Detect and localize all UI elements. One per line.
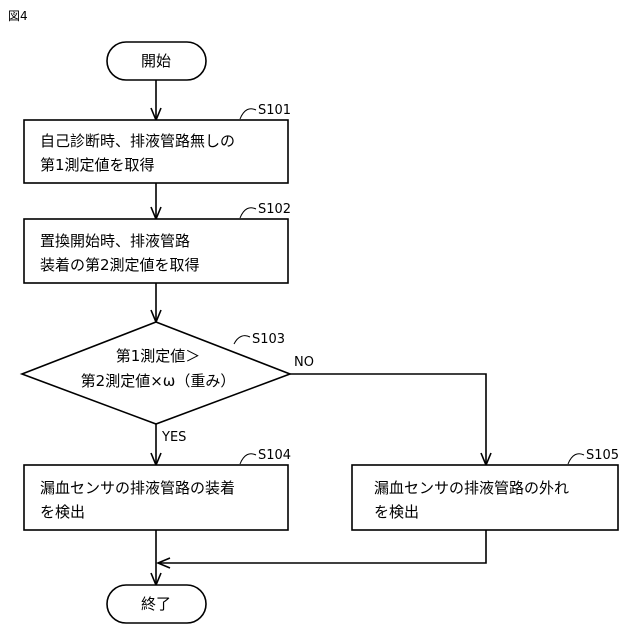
figure-label: 図4	[8, 9, 28, 23]
step-id-s101: S101	[258, 103, 291, 118]
step-s104-line-2: を検出	[40, 503, 85, 521]
step-s105-line-1: 漏血センサの排液管路の外れ	[374, 479, 569, 497]
leader-line	[240, 208, 256, 218]
step-s105-line-2: を検出	[374, 503, 419, 521]
leader-line	[240, 109, 256, 119]
step-s101-line-2: 第1測定値を取得	[40, 156, 155, 174]
step-id-s105: S105	[586, 448, 619, 463]
end-label: 終了	[141, 595, 171, 613]
no-branch-label: NO	[294, 355, 314, 370]
start-label: 開始	[141, 52, 171, 70]
step-id-s103: S103	[252, 332, 285, 347]
end-terminal: 終了	[107, 585, 206, 623]
leader-line	[234, 336, 250, 344]
connector-s105-merge	[158, 530, 486, 563]
step-id-s102: S102	[258, 202, 291, 217]
step-s104-line-1: 漏血センサの排液管路の装着	[40, 479, 235, 497]
step-id-s104: S104	[258, 448, 291, 463]
yes-branch-label: YES	[161, 430, 186, 445]
step-s101-line-1: 自己診断時、排液管路無しの	[40, 132, 235, 150]
decision-s103: 第1測定値＞ 第2測定値×ω（重み） S103 NO YES	[22, 322, 314, 445]
leader-line	[568, 454, 584, 464]
step-s102-line-1: 置換開始時、排液管路	[40, 232, 190, 250]
connector-s103-s105	[290, 374, 486, 465]
leader-line	[240, 454, 256, 464]
start-terminal: 開始	[107, 42, 206, 80]
decision-line-1: 第1測定値＞	[116, 347, 201, 365]
step-s102-line-2: 装着の第2測定値を取得	[40, 256, 200, 274]
decision-line-2: 第2測定値×ω（重み）	[81, 372, 236, 390]
